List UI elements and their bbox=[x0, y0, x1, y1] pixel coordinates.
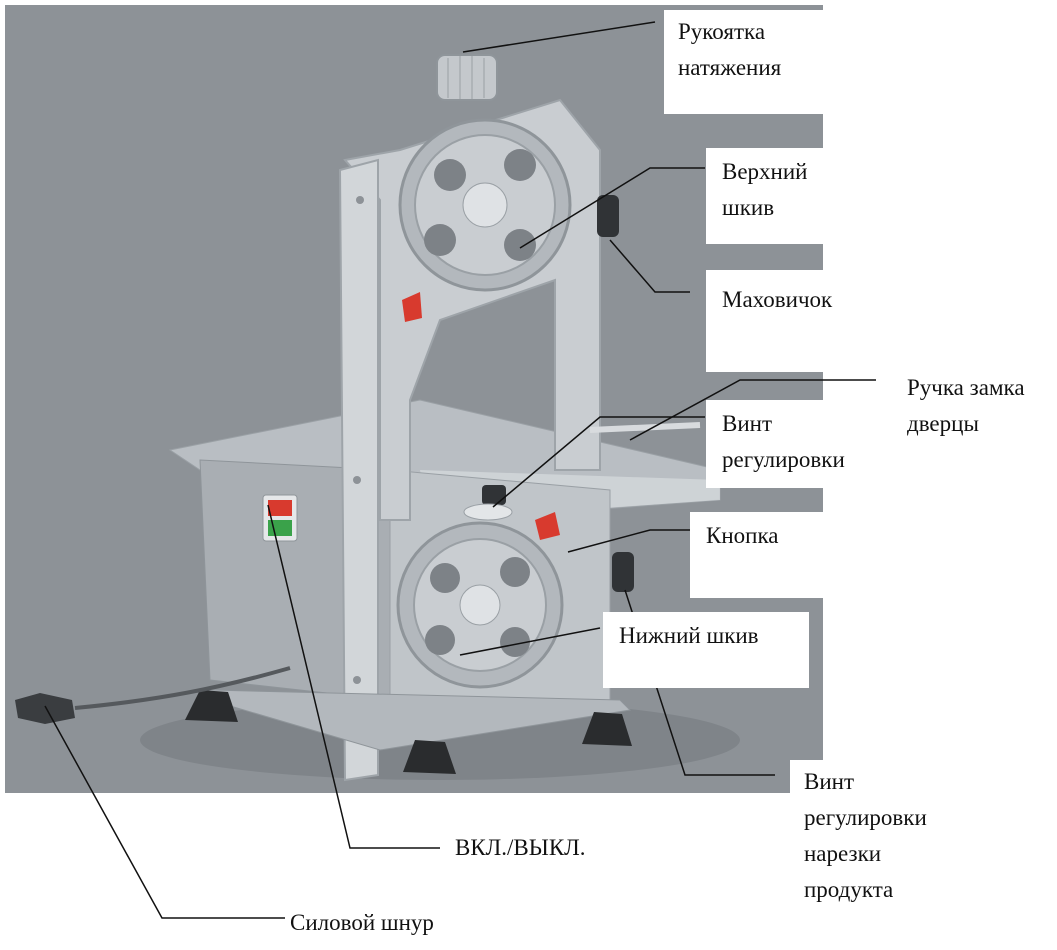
label-adjust-screw: Винт регулировки bbox=[706, 400, 894, 488]
leader-lines bbox=[44, 21, 876, 919]
label-line: Винт bbox=[804, 769, 855, 794]
leader-line-handwheel bbox=[609, 239, 690, 293]
handwheel bbox=[597, 195, 619, 237]
label-line: продукта bbox=[804, 877, 894, 902]
label-line: Кнопка bbox=[706, 523, 779, 548]
leader-line-on-off bbox=[267, 504, 440, 849]
label-power-cord: Силовой шнур bbox=[290, 905, 490, 945]
label-line: натяжения bbox=[678, 55, 782, 80]
label-line: Рукоятка bbox=[678, 19, 766, 44]
door-screw bbox=[353, 476, 361, 484]
adjust-screw-knob bbox=[482, 485, 506, 505]
power-plug bbox=[15, 693, 75, 724]
leader-line-door-lock-handle bbox=[629, 379, 876, 441]
leader-line-adjust-screw bbox=[492, 416, 705, 508]
label-upper-pulley: Верхний шкив bbox=[706, 148, 840, 244]
door-screw bbox=[356, 196, 364, 204]
leader-line-tension-knob bbox=[462, 21, 656, 53]
tension-knob bbox=[436, 54, 498, 101]
label-line: ВКЛ./ВЫКЛ. bbox=[455, 835, 586, 860]
label-line: Силовой шнур bbox=[290, 910, 434, 935]
feet bbox=[185, 690, 632, 774]
label-line: Нижний шкив bbox=[619, 623, 759, 648]
red-button bbox=[535, 512, 560, 540]
upper-pulley bbox=[398, 118, 572, 292]
label-line: Маховичок bbox=[722, 287, 833, 312]
label-line: шкив bbox=[722, 195, 775, 220]
label-tension-knob: Рукоятка натяжения bbox=[664, 10, 848, 114]
door-lock-handle bbox=[589, 422, 701, 433]
leader-line-upper-pulley bbox=[519, 167, 705, 249]
label-on-off: ВКЛ./ВЫКЛ. bbox=[455, 830, 635, 870]
label-line: дверцы bbox=[907, 411, 979, 436]
leader-line-button bbox=[567, 529, 705, 553]
cut-adjust-knob bbox=[612, 552, 634, 592]
label-line: регулировки bbox=[722, 447, 845, 472]
leader-line-power-cord bbox=[44, 705, 285, 919]
label-door-lock-handle: Ручка замка дверцы bbox=[893, 370, 1057, 440]
label-handwheel: Маховичок bbox=[706, 270, 872, 372]
label-line: Ручка замка bbox=[907, 375, 1025, 400]
label-line: Верхний bbox=[722, 159, 808, 184]
leader-line-lower-pulley bbox=[459, 627, 601, 656]
lower-pulley bbox=[396, 521, 564, 689]
door-panel bbox=[338, 158, 379, 782]
label-button: Кнопка bbox=[690, 512, 839, 598]
label-lower-pulley: Нижний шкив bbox=[603, 612, 809, 688]
door-screw bbox=[353, 676, 361, 684]
label-line: регулировки bbox=[804, 805, 927, 830]
label-line: нарезки bbox=[804, 841, 882, 866]
label-line: Винт bbox=[722, 411, 773, 436]
on-off-switch bbox=[262, 494, 298, 542]
power-cord bbox=[74, 666, 291, 710]
red-safety-part bbox=[402, 292, 422, 322]
label-cut-adjust-screw: Винт регулировки нарезки продукта bbox=[790, 760, 984, 914]
blade-guide bbox=[463, 503, 513, 521]
